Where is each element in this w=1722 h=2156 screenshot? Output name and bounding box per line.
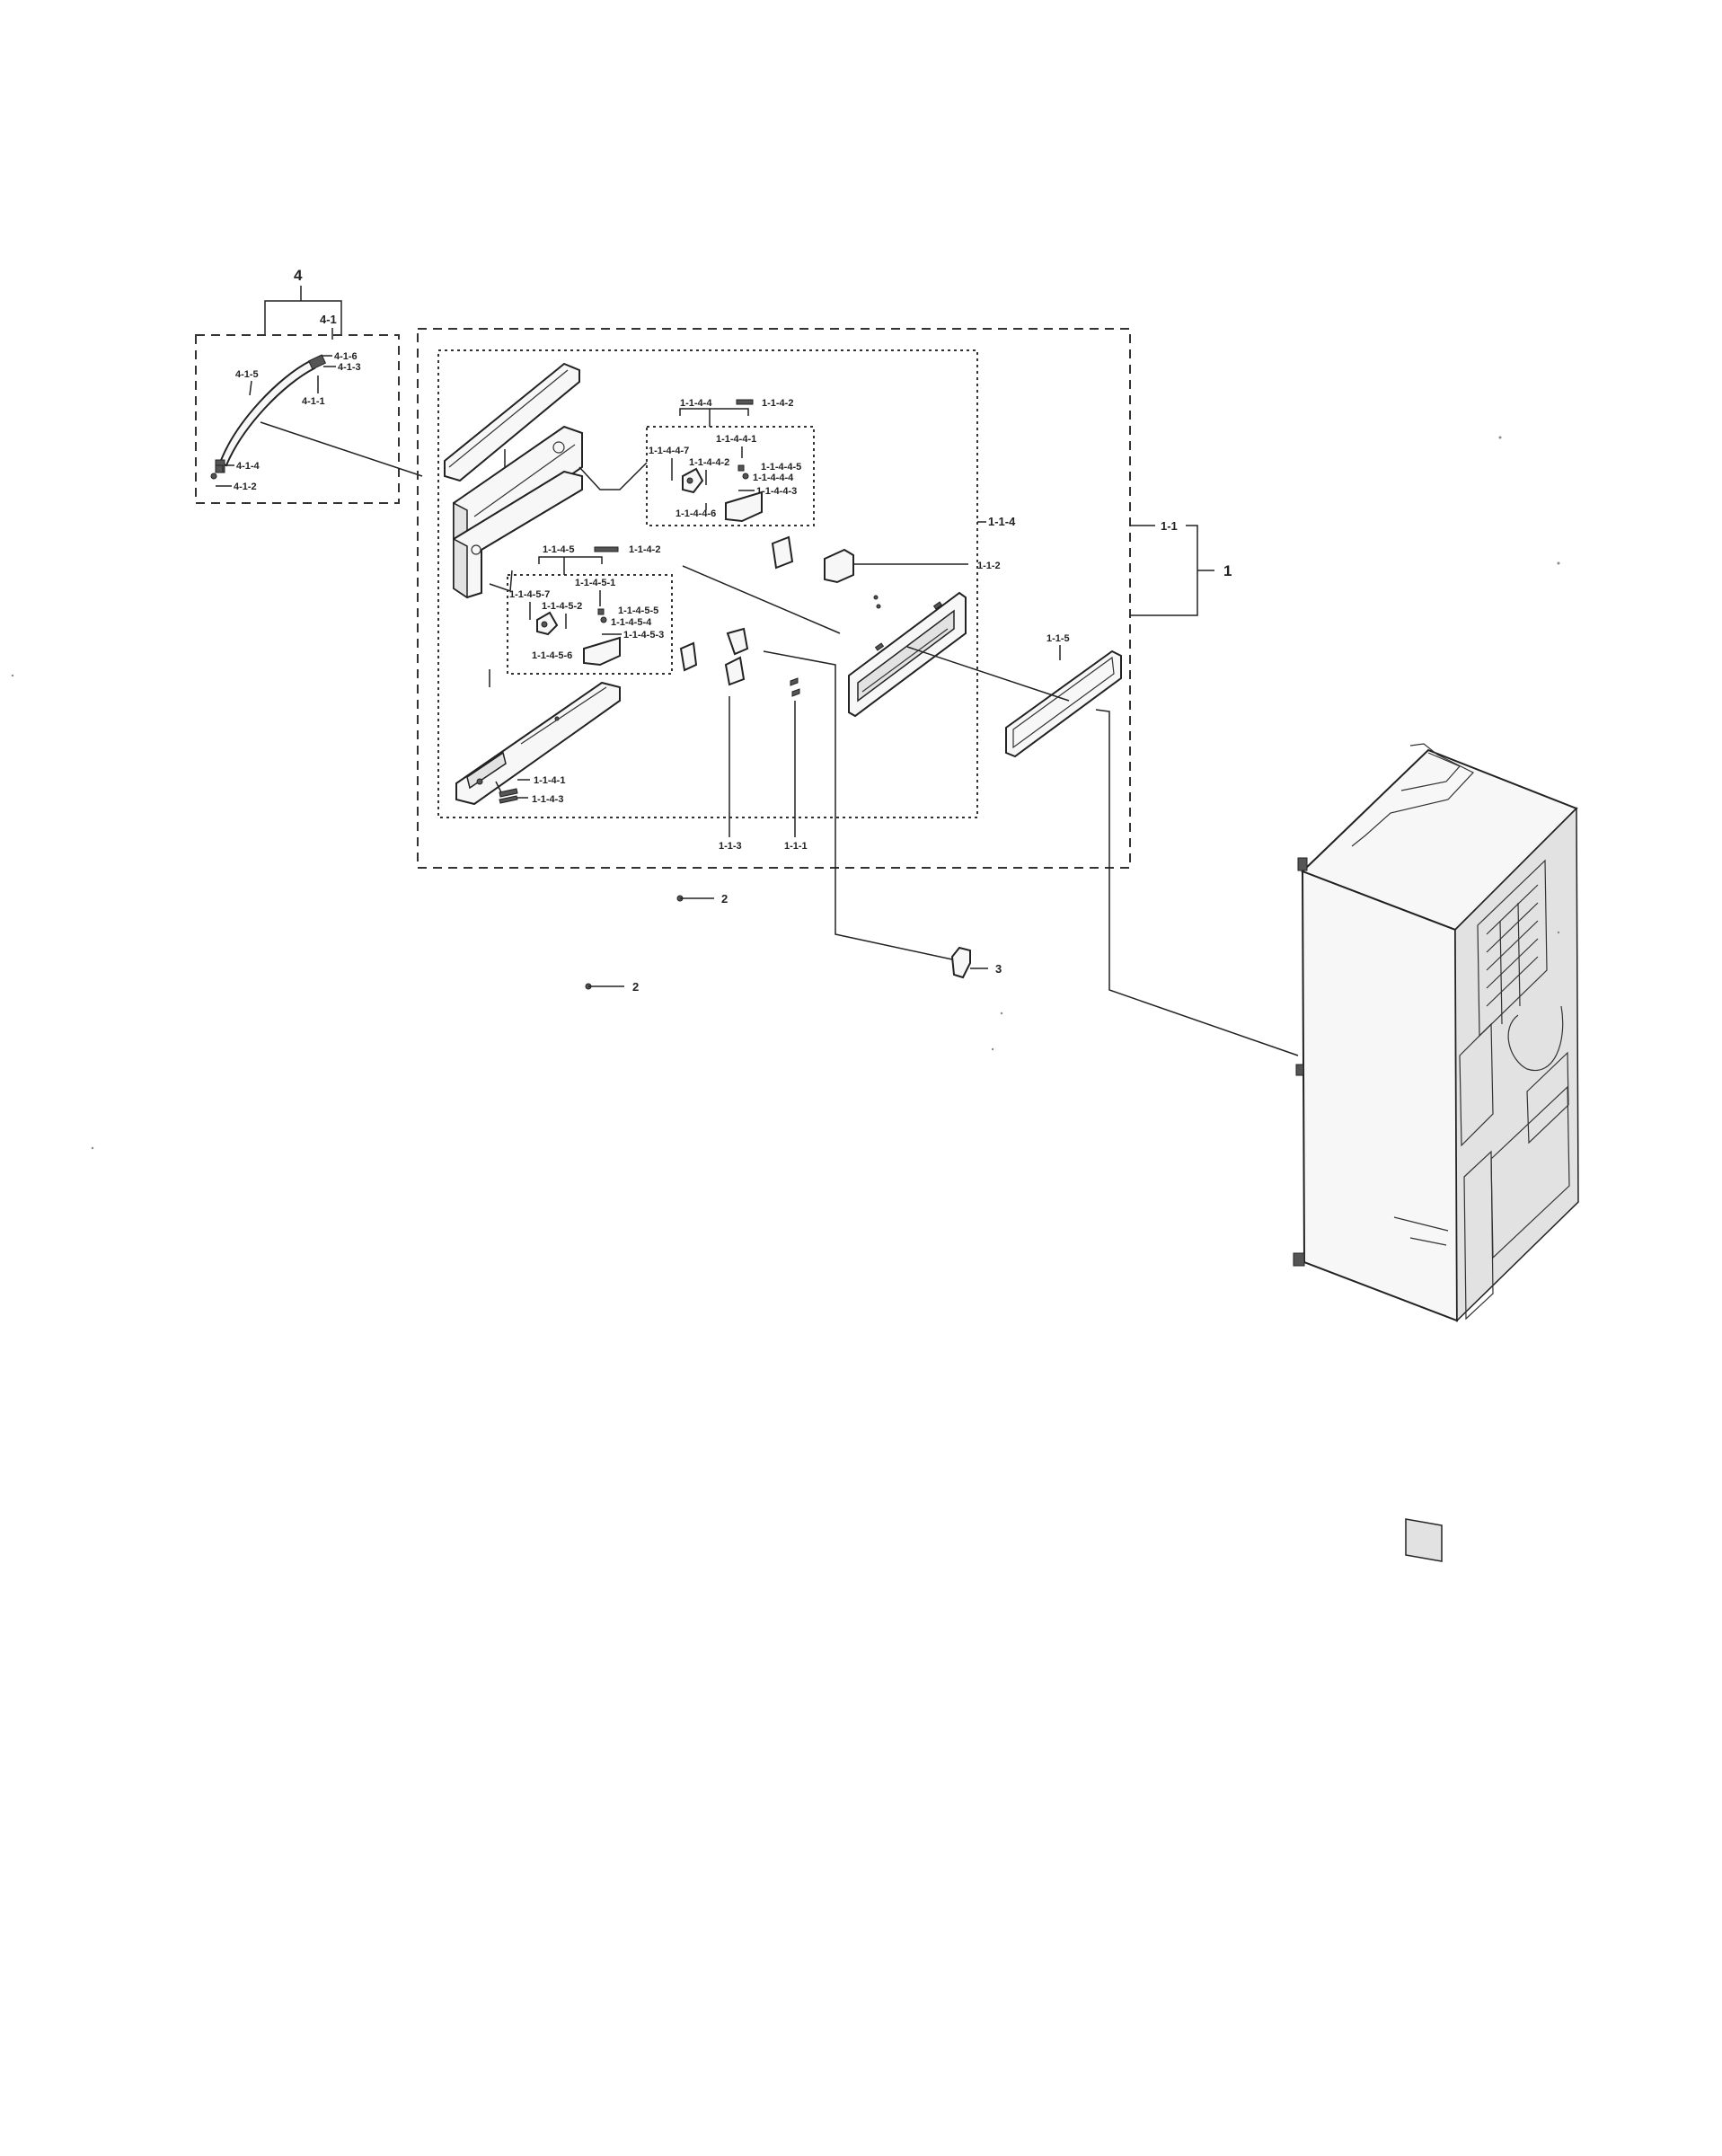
callout-1-1-4-4-5: 1-1-4-4-5 <box>761 462 801 473</box>
callout-4-1-3: 4-1-3 <box>338 362 361 373</box>
callout-1-1-4-4: 1-1-4-4 <box>680 398 712 409</box>
callout-1-1-4-5: 1-1-4-5 <box>543 544 574 555</box>
handle-bar-part <box>218 359 316 467</box>
callout-1-1-4-5-3: 1-1-4-5-3 <box>623 630 664 641</box>
hinge-bracket-part <box>725 490 763 523</box>
callout-1-1-4-1: 1-1-4-1 <box>534 775 565 786</box>
clip-part-lower <box>726 627 749 656</box>
callout-1-1-4-3: 1-1-4-3 <box>532 794 563 805</box>
callout-1-1-4: 1-1-4 <box>988 515 1016 528</box>
hinge-assembly-1-1-4-4: 1-1-4-4 1-1-4-2 1-1-4-4-1 1-1-4-4-7 1-1-… <box>646 398 815 526</box>
callout-1-1: 1-1 <box>1161 519 1178 533</box>
group-4-assembly: 4 4-1 4-1-6 4-1-3 4-1-5 4-1-1 4-1-4 4-1-… <box>195 267 423 504</box>
clip-part-1-1-3 <box>679 641 698 672</box>
callout-1-1-4-4-2: 1-1-4-4-2 <box>689 457 729 468</box>
callout-1-1-4-5-1: 1-1-4-5-1 <box>575 578 615 588</box>
callout-1-1-4-4-1: 1-1-4-4-1 <box>716 434 756 445</box>
callout-1-1-4-5-6: 1-1-4-5-6 <box>532 650 572 661</box>
scan-specks <box>11 436 1560 1150</box>
top-trim-strip <box>444 362 580 482</box>
part-3-clip: 3 <box>950 946 1002 979</box>
callout-4-1-1: 4-1-1 <box>302 396 325 407</box>
center-hinge-block <box>771 535 794 570</box>
lower-door-handle-bar <box>455 681 621 806</box>
callout-4: 4 <box>294 267 303 284</box>
callout-2-upper: 2 <box>721 892 728 906</box>
callout-1-1-3: 1-1-3 <box>719 841 742 852</box>
callout-4-1-6: 4-1-6 <box>334 351 358 362</box>
callout-1-1-4-5-4: 1-1-4-5-4 <box>611 617 652 628</box>
mid-door-panel <box>453 470 583 599</box>
callout-4-1-4: 4-1-4 <box>236 461 261 472</box>
group-4-dashed-box <box>195 334 400 504</box>
callout-1-1-4-5-7: 1-1-4-5-7 <box>509 589 550 600</box>
hinge-assembly-1-1-4-5: 1-1-4-5 1-1-4-2 1-1-4-5-1 1-1-4-5-7 1-1-… <box>507 544 673 675</box>
callout-1: 1 <box>1223 562 1232 579</box>
callout-1-1-4-2-mid: 1-1-4-2 <box>629 544 660 555</box>
callout-1-1-1: 1-1-1 <box>784 841 808 852</box>
callout-3: 3 <box>995 962 1002 976</box>
callout-1-1-4-5-2: 1-1-4-5-2 <box>542 601 582 612</box>
part-2-upper: 2 <box>676 892 728 906</box>
refrigerator-cabinet <box>1293 743 1579 1562</box>
callout-2-lower: 2 <box>632 980 639 994</box>
part-2-lower: 2 <box>585 980 639 994</box>
callout-4-1-5: 4-1-5 <box>235 369 259 380</box>
door-liner-panel <box>848 591 967 718</box>
callout-1-1-4-4-7: 1-1-4-4-7 <box>649 446 689 456</box>
callout-1-1-5: 1-1-5 <box>1046 633 1070 644</box>
callout-1-1-4-4-6: 1-1-4-4-6 <box>676 508 716 519</box>
center-hinge-bracket-1-1-2 <box>824 548 854 584</box>
fan-grille <box>1405 1518 1443 1562</box>
clip-part-upper <box>724 656 746 686</box>
callout-1-1-2: 1-1-2 <box>977 561 1001 571</box>
callout-1-1-4-4-3: 1-1-4-4-3 <box>756 486 797 497</box>
callout-4-1: 4-1 <box>320 313 337 326</box>
callout-1-1-4-2-top: 1-1-4-2 <box>762 398 793 409</box>
assembly-1-1-dashed-box <box>417 328 1131 869</box>
callout-1-1-4-5-5: 1-1-4-5-5 <box>618 605 658 616</box>
callout-1-1-4-4-4: 1-1-4-4-4 <box>753 473 794 483</box>
hinge-bracket-part-lower <box>583 636 621 667</box>
callout-4-1-2: 4-1-2 <box>234 482 257 492</box>
handle-cap-top <box>307 354 327 370</box>
door-gasket-1-1-5 <box>1005 649 1122 758</box>
